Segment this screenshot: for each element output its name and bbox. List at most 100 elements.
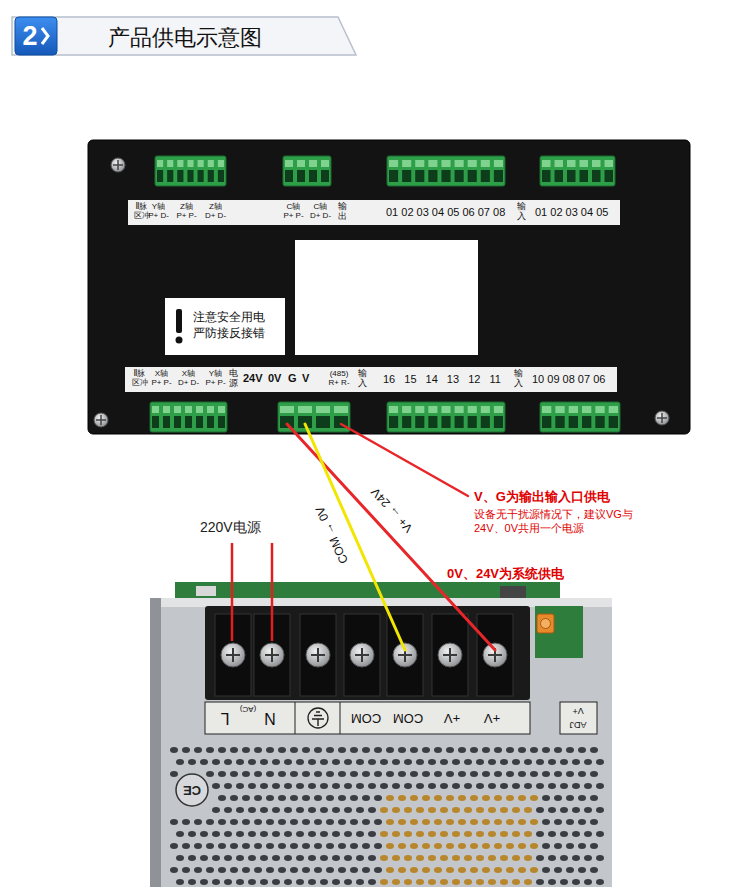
terminal-screw	[595, 406, 604, 413]
vent-hole	[524, 807, 532, 813]
vent-hole	[416, 831, 424, 837]
vent-hole	[284, 807, 292, 813]
vent-hole	[494, 843, 502, 849]
vent-hole	[362, 747, 370, 753]
screw	[111, 158, 125, 172]
terminal-opening	[455, 416, 464, 428]
vent-hole	[398, 771, 406, 777]
ground-ring	[308, 708, 328, 728]
vent-hole	[242, 843, 250, 849]
terminal-label-strip: Ⅱ脉 区冲X轴 P+ P-X轴 D+ D-Y轴 P+ P-电源24V0VGV(4…	[125, 367, 617, 392]
vent-hole	[218, 867, 226, 873]
vent-hole	[428, 831, 436, 837]
vent-hole	[254, 771, 262, 777]
vent-hole	[380, 879, 388, 885]
vent-hole	[410, 747, 418, 753]
vent-hole	[410, 771, 418, 777]
terminal-opening	[569, 416, 578, 428]
vent-hole	[368, 855, 376, 861]
pin-label: C轴 P+ P-	[282, 203, 305, 221]
vent-hole	[524, 855, 532, 861]
vent-hole	[434, 843, 442, 849]
vent-hole	[230, 819, 238, 825]
vent-hole	[524, 831, 532, 837]
terminal-screw	[285, 160, 293, 167]
vent-hole	[188, 831, 196, 837]
vent-hole	[554, 747, 562, 753]
ground-symbol	[308, 708, 328, 728]
terminal-opening	[595, 416, 604, 428]
terminal-screw	[218, 406, 225, 413]
vent-hole	[440, 759, 448, 765]
vent-hole	[302, 795, 310, 801]
terminal-screw	[185, 406, 192, 413]
vent-hole	[230, 747, 238, 753]
vent-hole	[422, 819, 430, 825]
terminal-opening	[481, 416, 490, 428]
vent-hole	[464, 879, 472, 885]
vent-hole	[344, 831, 352, 837]
panel-screws	[94, 158, 669, 427]
vent-hole	[548, 807, 556, 813]
pin-label: X轴 P+ P-	[150, 370, 173, 388]
vent-hole	[500, 807, 508, 813]
vent-hole	[560, 831, 568, 837]
vent-hole	[344, 855, 352, 861]
pin-numbers: 10 09 08 07 06	[532, 373, 605, 386]
terminal-opening	[555, 416, 564, 428]
vent-hole	[224, 807, 232, 813]
terminal-screw	[187, 160, 193, 167]
vent-hole	[254, 843, 262, 849]
vent-hole	[284, 831, 292, 837]
vent-hole	[482, 819, 490, 825]
leader-line	[271, 543, 274, 641]
vent-hole	[308, 831, 316, 837]
vent-hole	[416, 807, 424, 813]
vent-hole	[350, 867, 358, 873]
vent-hole	[518, 795, 526, 801]
vent-hole	[458, 771, 466, 777]
vent-hole	[446, 867, 454, 873]
terminal-screw	[555, 406, 564, 413]
vent-hole	[350, 795, 358, 801]
vent-hole	[350, 771, 358, 777]
terminal-screw	[494, 160, 503, 167]
vent-hole	[422, 795, 430, 801]
vent-hole	[398, 795, 406, 801]
terminal-screw	[580, 160, 589, 167]
vent-hole	[518, 771, 526, 777]
exclamation-dot	[176, 337, 183, 344]
vent-hole	[506, 819, 514, 825]
terminal-screw	[438, 643, 462, 667]
vent-hole	[326, 771, 334, 777]
vent-hole	[302, 819, 310, 825]
vent-hole	[572, 807, 580, 813]
vent-hole	[356, 807, 364, 813]
terminal-opening	[542, 416, 551, 428]
vent-hole	[266, 867, 274, 873]
vent-hole	[260, 855, 268, 861]
vent-hole	[368, 879, 376, 885]
vent-hole	[410, 867, 418, 873]
badge-number: 2	[22, 20, 37, 52]
psu-terminal-label: L	[221, 708, 230, 727]
vent-hole	[446, 795, 454, 801]
terminal-screw	[481, 160, 490, 167]
leader-line	[231, 543, 234, 641]
terminal-opening	[316, 416, 330, 428]
vent-hole	[482, 795, 490, 801]
pin-numbers: 01 02 03 04 05	[535, 206, 608, 219]
vent-hole	[440, 879, 448, 885]
vent-hole	[230, 867, 238, 873]
vent-hole	[536, 855, 544, 861]
vent-hole	[176, 831, 184, 837]
terminal-block	[387, 402, 505, 432]
vent-hole	[188, 855, 196, 861]
terminal-screw	[321, 160, 329, 167]
vent-hole	[494, 867, 502, 873]
vent-hole	[488, 879, 496, 885]
vent-hole	[482, 843, 490, 849]
vent-hole	[266, 771, 274, 777]
vent-hole	[572, 879, 580, 885]
vent-hole	[578, 843, 586, 849]
